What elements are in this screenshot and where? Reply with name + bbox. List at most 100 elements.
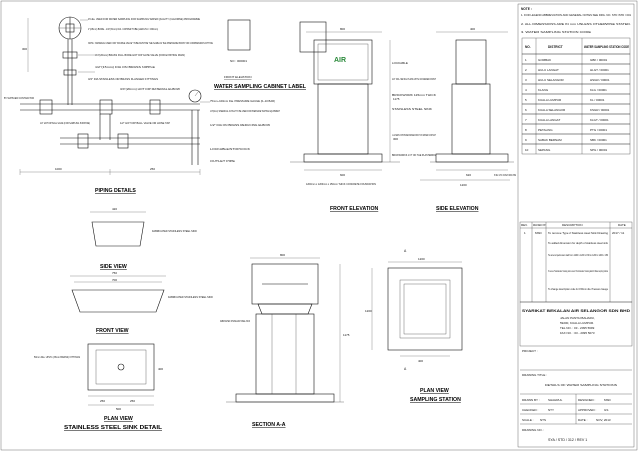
- piping-note: 3/4"(20mm) HOT DIP MATERIAL ELBOW: [120, 87, 180, 91]
- approved-label: APPROVED :: [578, 408, 597, 412]
- table-cell: GBK / 00001: [590, 58, 608, 62]
- piping-note: BY SUPPLIER/ CONTRACTOR: [4, 96, 35, 100]
- title-front-elevation: FRONT ELEVATION: [330, 206, 378, 212]
- title-cabinet-label: WATER SAMPLING CABINET LABEL: [214, 84, 307, 90]
- table-cell: 9: [525, 138, 527, 142]
- elevation-note: 50 DIA. UPVC OUTLET DRAIN PIPE: [494, 173, 516, 177]
- table-cell: KSGR / 00001: [590, 108, 610, 112]
- table-cell: PTG / 00001: [590, 128, 607, 132]
- checked-label: CHECKED :: [522, 408, 539, 412]
- sink-side-view: 420 FABRICATED STAINLESS STEEL SINK SIDE…: [90, 207, 197, 270]
- section-pedestal: [255, 313, 315, 395]
- piping-note: 75mm~100mm Dia. PRESSURE GAUGE (0~10 BAR…: [210, 99, 275, 103]
- table-cell: KUALA LUMPUR: [538, 98, 562, 102]
- company-address: TEL NO. : 03 - 2095 5699: [560, 326, 595, 330]
- revision-cell: 1: [524, 231, 526, 235]
- scale: NTS: [540, 418, 546, 422]
- sink-front-view: 750 700 FABRICATED STAINLESS STEEL SINK …: [70, 271, 213, 334]
- dim-text: 800: [280, 253, 285, 257]
- piping-note: 15 dia. USED FOR WATER SAMPLING FOR SAMP…: [88, 17, 200, 21]
- label-plate-large: [299, 21, 327, 53]
- flange: [63, 69, 77, 76]
- piping-note: NOTE : MATERIAL USED FOR "DOUBLE VALVE" …: [88, 41, 213, 45]
- piping-note: 3/4"(20mm) BRASS FULL BORE HOT DIP GATE …: [95, 53, 185, 57]
- sink-front-shape: [71, 289, 165, 313]
- concrete-base: [303, 153, 383, 163]
- side-elevation: 400 620 1200 50 DIA. UPVC OUTLET DRAIN P…: [420, 27, 516, 212]
- title-front-view: FRONT VIEW: [96, 328, 129, 334]
- designed-label: DESIGNED :: [578, 398, 596, 402]
- title-block-panel: NOTE : 1. FOR LEGEND ABBREVIATION AND GE…: [517, 3, 635, 448]
- dim-text: 300: [22, 47, 27, 51]
- table-cell: KLG / 00001: [590, 88, 607, 92]
- sink-note: FABRICATED STAINLESS STEEL SINK: [152, 229, 197, 233]
- drawn-by: SHAHRUL: [548, 398, 563, 402]
- piping-note: 1/2" HOT DIP BALL VALVE (FOR SAMPLING PU…: [40, 121, 90, 125]
- company-box: [519, 301, 633, 347]
- revision-header-cell: REVISED INT.: [533, 223, 546, 227]
- title-side-elevation: SIDE ELEVATION: [436, 206, 479, 212]
- brick-pedestal-side: [451, 83, 491, 155]
- front-elevation: 800 AIR 600 1175 300 FRONT ELEVATION: [290, 27, 400, 212]
- notes-title: NOTE :: [521, 7, 532, 11]
- piping-note: OUTLET PIPE: [210, 159, 235, 163]
- piping-note: 1/4"(6mm) SPHERICAL OUTLET TO BE USED FO…: [210, 109, 280, 113]
- dim-text: 1200: [365, 309, 372, 313]
- section-mark: A: [404, 249, 407, 253]
- dim-text: 700: [112, 278, 117, 282]
- table-cell: 8: [525, 128, 527, 132]
- elevation-note: BRICKWORK 115mm THICK: [392, 93, 436, 97]
- revision-cell: To remove "Side Elevation" drawing and t…: [548, 269, 608, 273]
- date: NOV, 2013: [596, 418, 611, 422]
- gate-valve: [62, 51, 78, 59]
- station-slab: [387, 267, 463, 351]
- checked: NTY: [548, 408, 554, 412]
- table-cell: 7: [525, 118, 527, 122]
- title-sampling-station: SAMPLING STATION: [410, 397, 461, 403]
- ball-valve: [77, 133, 89, 149]
- revision-cell: To remove Type 2 Stainless steel Sink Dr…: [548, 231, 608, 235]
- dim-text: 500: [116, 407, 121, 411]
- table-cell: KL / 00001: [590, 98, 605, 102]
- revision-cell: To added dimension for depth of stainles…: [548, 241, 608, 245]
- revision-cell: To amend perimeter slab from 1200 x 1200…: [548, 253, 608, 257]
- section-mark: A: [404, 367, 407, 371]
- table-cell: KLANG: [538, 88, 549, 92]
- title-section: SECTION A-A: [252, 422, 286, 428]
- table-cell: SBK / 00001: [590, 138, 607, 142]
- company-address: 59200, KUALA LUMPUR.: [560, 321, 594, 325]
- dim-text: 1200: [418, 257, 425, 261]
- elevation-note: LOCKABLE: [392, 61, 408, 65]
- company-name: SYARIKAT BEKALAN AIR SELANGOR SDN BHD: [522, 309, 631, 313]
- table-cell: 1: [525, 58, 527, 62]
- note-item: 2. ALL DIMENSIONS ARE IN mm UNLESS OTHER…: [521, 22, 631, 26]
- title-sink-detail: STAINLESS STEEL SINK DETAIL: [64, 425, 163, 431]
- table-cell: 10: [525, 148, 529, 152]
- sink-plan-view: 250 250 500 400 50mm Dia. UPVC (25mm BRA…: [34, 343, 163, 431]
- note-item: 1. FOR LEGEND ABBREVIATION AND GENERAL N…: [521, 13, 631, 17]
- air-logo: AIR: [334, 57, 346, 64]
- section-note: FABRICATED STAINLESS STEEL SINK: [220, 319, 250, 323]
- dim-text: 1175: [393, 97, 400, 101]
- note-item: 3. WATER SAMPLING STATION CODE: [521, 30, 591, 34]
- piping-note: 1/2"(15mm) DIA ON BRASS NIPPLE: [95, 65, 155, 69]
- revision-header-cell: DESCRIPTION: [562, 223, 583, 227]
- dim-text: 1000: [55, 167, 62, 171]
- table-cell: HLGT / 00001: [590, 68, 609, 72]
- table-cell: SEPANG: [538, 148, 551, 152]
- table-cell: HSGR / 00001: [590, 78, 610, 82]
- title-side-view: SIDE VIEW: [100, 264, 127, 270]
- table-cell: PETALING: [538, 128, 553, 132]
- elevation-note: 1 LAYERS OF BITUMEN BASED PAINT ON WATER…: [392, 133, 436, 137]
- approved: GS: [604, 408, 608, 412]
- table-cell: 3: [525, 78, 527, 82]
- table-cell: 6: [525, 108, 527, 112]
- elevation-note: BRICKWORKS 1 FT ON THE PLASTERING: [392, 153, 436, 157]
- cabinet-side: [455, 39, 487, 85]
- piping-note: LOCKABLE/STOPCOCK: [210, 147, 250, 151]
- piping-details: 1000 250 300 15 dia. USED FOR WATER SAMP…: [4, 16, 280, 194]
- table-header-cell: DISTRICT: [548, 45, 563, 49]
- drawing-title-label: DRAWING TITLE :: [522, 373, 547, 377]
